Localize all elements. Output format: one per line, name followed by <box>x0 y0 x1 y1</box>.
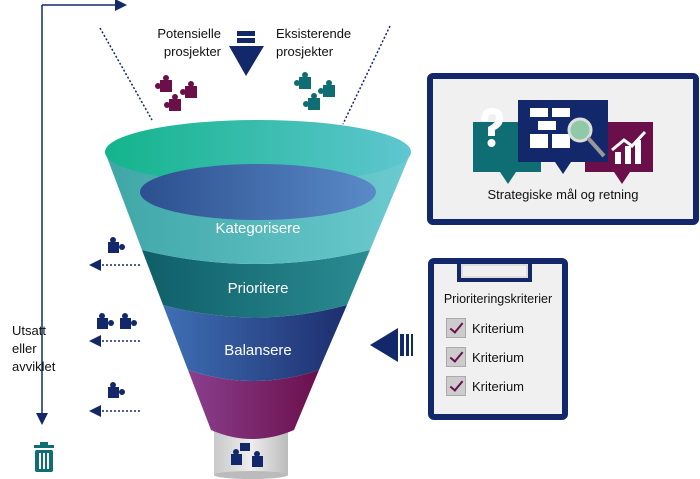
criteria-item: Kriterium <box>446 347 524 367</box>
checkbox-checked-icon <box>446 347 466 367</box>
stage-kategorisere: Kategorisere <box>215 220 301 237</box>
criteria-item-label: Kriterium <box>472 320 525 336</box>
funnel-band-balansere <box>163 305 347 381</box>
label-potential-projects: Potensielle prosjekter <box>157 26 221 59</box>
funnel-rim <box>105 120 411 184</box>
stage-balansere: Balansere <box>224 342 292 359</box>
label-existing-projects: Eksisterende prosjekter <box>276 26 352 59</box>
funnel-opening <box>140 164 376 220</box>
criteria-title: Prioriteringskriterier <box>443 292 553 306</box>
criteria-item: Kriterium <box>446 376 524 396</box>
criteria-item: Kriterium <box>446 318 524 338</box>
plan-magnifier-bubble-icon <box>518 100 608 174</box>
strategy-card <box>427 73 699 225</box>
down-arrow-icon <box>229 31 264 76</box>
puzzle-pieces-potential <box>155 75 197 111</box>
criteria-input-arrow-icon <box>370 328 413 362</box>
rejected-arrows <box>89 259 140 417</box>
label-rejected: Utsatt eller avviklet <box>12 323 56 374</box>
criteria-item-label: Kriterium <box>472 349 525 365</box>
rejected-flow-line <box>36 0 127 425</box>
criteria-clipboard <box>428 258 568 420</box>
puzzle-pieces-rejected <box>97 237 263 467</box>
trash-icon <box>34 442 54 472</box>
checkbox-checked-icon <box>446 318 466 338</box>
checkbox-checked-icon <box>446 376 466 396</box>
criteria-item-label: Kriterium <box>472 378 525 394</box>
strategy-card-title: Strategiske mål og retning <box>487 187 639 202</box>
puzzle-pieces-existing <box>294 72 335 110</box>
dotted-guide-left <box>99 27 153 121</box>
stage-prioritere: Prioritere <box>227 280 289 297</box>
funnel-band-prioritere <box>142 250 370 318</box>
funnel-band-4 <box>188 370 319 439</box>
